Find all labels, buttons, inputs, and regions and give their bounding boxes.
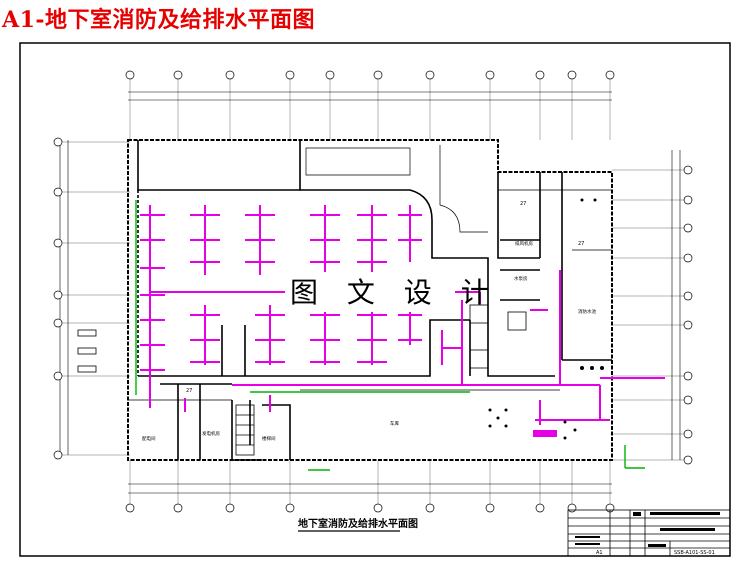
- room-label-storage-top: 27: [520, 201, 526, 207]
- building-outline: [127, 139, 613, 461]
- sheet-frame: [19, 42, 731, 557]
- watermark-text: 图 文 设 计: [290, 276, 499, 309]
- room-label-left-27: 27: [186, 388, 192, 394]
- room-label-left-1: 配电间: [142, 435, 156, 442]
- room-label-storage-right: 27: [578, 241, 584, 247]
- fixture-symbols: [488, 198, 604, 440]
- stair-cores: [77, 304, 527, 456]
- room-label-left-2: 发电机房: [202, 430, 220, 437]
- bottom-dimension-line: [128, 483, 612, 494]
- thin-partitions: [128, 145, 612, 401]
- sprinkler-pump-unit: [533, 430, 557, 437]
- watermark-backdrop: [285, 272, 455, 312]
- room-label-garage: 车库: [390, 420, 399, 427]
- title-block-sheet-no: A1: [596, 550, 603, 556]
- right-dimension-line: [671, 150, 681, 460]
- room-label-fan-room: 排风机房: [515, 240, 533, 247]
- room-label-stairs: 楼梯间: [262, 435, 276, 442]
- interior-walls: [137, 140, 612, 461]
- page-title: A1-地下室消防及给排水平面图: [2, 7, 316, 33]
- room-label-fire-pool: 消防水池: [578, 308, 596, 315]
- room-label-pump-room: 水泵房: [514, 275, 528, 282]
- title-block-fills: [575, 512, 720, 547]
- drainage-lines: [135, 200, 645, 471]
- axis-grid-lines: [58, 78, 690, 505]
- title-block: [567, 509, 731, 557]
- title-block-drawing-code: SSB-A101-SS-01: [674, 550, 715, 556]
- axis-bubbles: [53, 70, 693, 513]
- sprinkler-pipes: [140, 205, 665, 425]
- plan-title: 地下室消防及给排水平面图: [298, 517, 418, 530]
- top-dimension-line: [128, 91, 612, 101]
